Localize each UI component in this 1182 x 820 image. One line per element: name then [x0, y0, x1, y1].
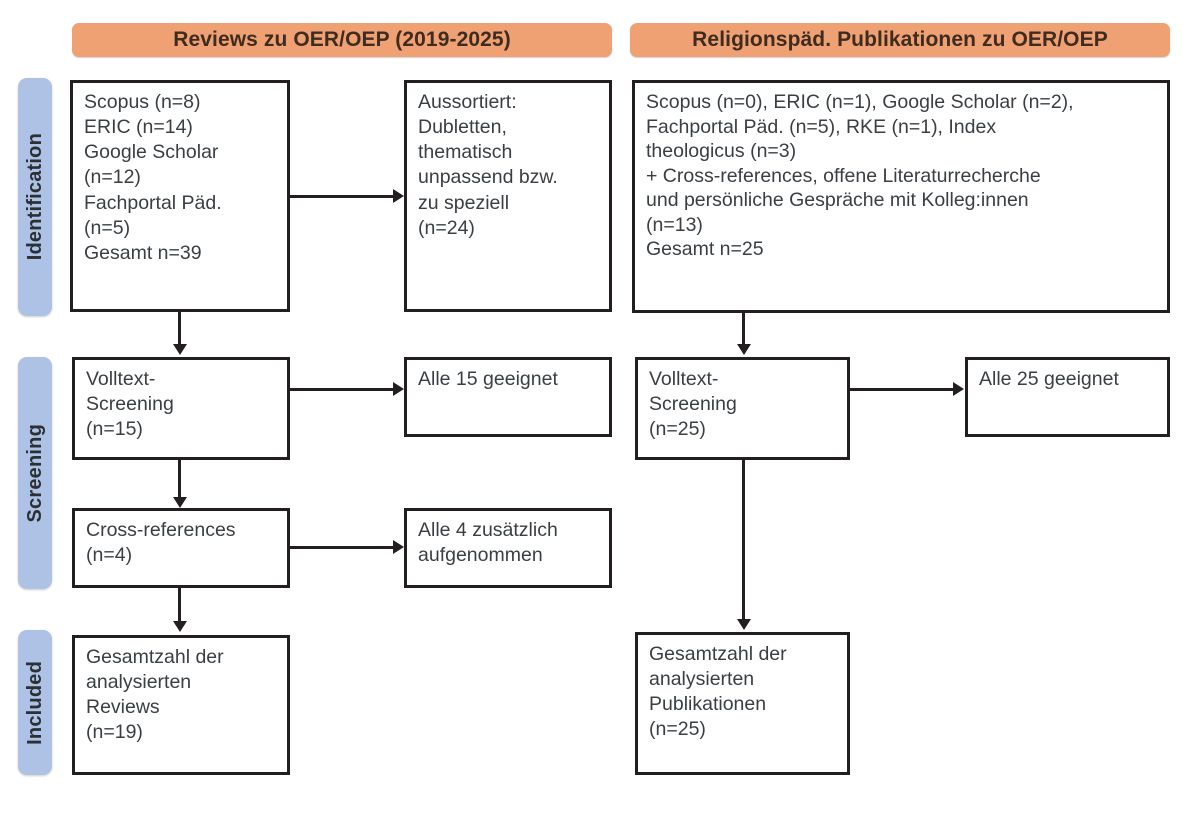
box-right-fulltext-screening: Volltext- Screening (n=25) — [635, 357, 850, 460]
connector-left-sources-to-fulltext — [178, 312, 181, 346]
box-right-eligible: Alle 25 geeignet — [965, 357, 1170, 437]
arrowhead-left-fulltext-to-crossref — [173, 497, 187, 508]
connector-left-sources-to-excluded — [290, 195, 394, 198]
connector-left-fulltext-to-eligible — [290, 388, 394, 391]
connector-left-crossref-to-result — [290, 546, 394, 549]
column-header-reviews-label: Reviews zu OER/OEP (2019-2025) — [173, 28, 511, 51]
connector-left-crossref-to-included — [178, 588, 181, 623]
box-left-sources: Scopus (n=8) ERIC (n=14) Google Scholar … — [70, 80, 290, 312]
box-left-included-total: Gesamtzahl der analysierten Reviews (n=1… — [72, 635, 290, 775]
box-left-excluded: Aussortiert: Dubletten, thematisch unpas… — [404, 80, 612, 312]
arrowhead-right-fulltext-to-included — [737, 619, 751, 630]
box-left-eligible: Alle 15 geeignet — [404, 357, 612, 437]
stage-label-identification-text: Identification — [23, 133, 46, 261]
arrowhead-right-sources-to-fulltext — [737, 344, 751, 355]
stage-label-included: Included — [18, 630, 52, 775]
box-left-crossreferences-result: Alle 4 zusätzlich aufgenommen — [404, 508, 612, 588]
column-header-reviews: Reviews zu OER/OEP (2019-2025) — [72, 23, 612, 57]
connector-right-sources-to-fulltext — [742, 313, 745, 346]
column-header-religionspaed-label: Religionspäd. Publikationen zu OER/OEP — [692, 28, 1108, 51]
arrowhead-left-crossref-to-result — [393, 540, 404, 554]
box-left-fulltext-screening: Volltext- Screening (n=15) — [72, 357, 290, 460]
box-right-included-total: Gesamtzahl der analysierten Publikatione… — [635, 632, 850, 775]
arrowhead-left-fulltext-to-eligible — [393, 382, 404, 396]
arrowhead-left-crossref-to-included — [173, 621, 187, 632]
arrowhead-right-fulltext-to-eligible — [953, 382, 964, 396]
stage-label-screening-text: Screening — [23, 423, 46, 523]
arrowhead-left-sources-to-fulltext — [173, 344, 187, 355]
box-right-sources: Scopus (n=0), ERIC (n=1), Google Scholar… — [632, 80, 1170, 313]
column-header-religionspaed: Religionspäd. Publikationen zu OER/OEP — [630, 23, 1170, 57]
connector-right-fulltext-to-included — [742, 460, 745, 622]
connector-right-fulltext-to-eligible — [850, 388, 954, 391]
stage-label-included-text: Included — [23, 660, 46, 745]
connector-left-fulltext-to-crossref — [178, 460, 181, 500]
box-left-crossreferences: Cross-references (n=4) — [72, 508, 290, 588]
stage-label-screening: Screening — [18, 357, 52, 589]
stage-label-identification: Identification — [18, 78, 52, 316]
arrowhead-left-sources-to-excluded — [393, 189, 404, 203]
